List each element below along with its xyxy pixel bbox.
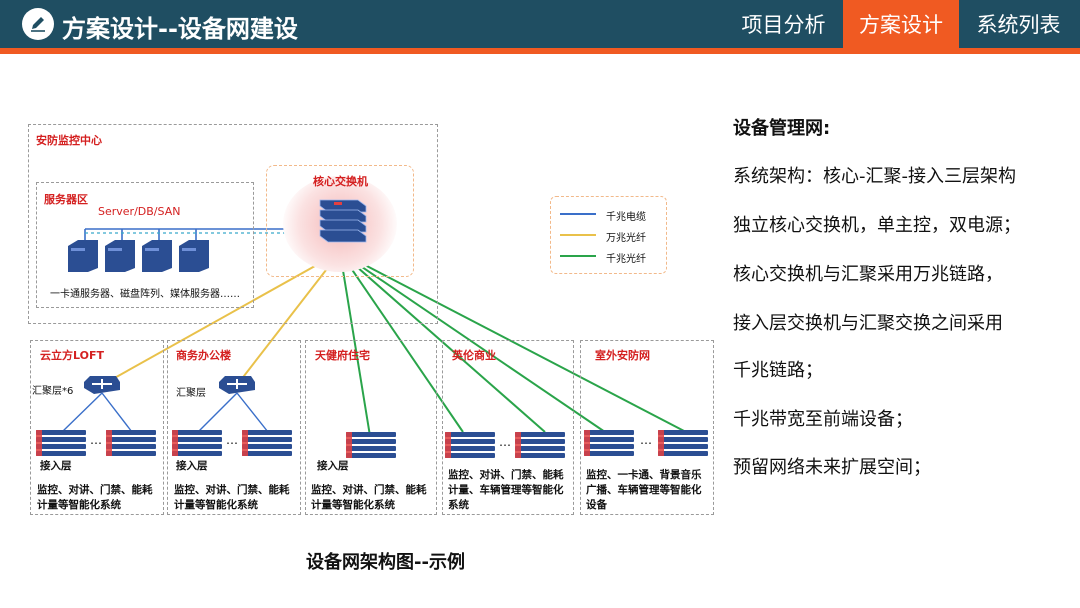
header-accent-line [0,48,1080,54]
svg-text:…: … [640,433,652,447]
legend-gigabit-cable: 千兆电缆 [606,212,646,223]
aggregation-switch-icon-1 [84,376,120,394]
tab-project-analysis[interactable]: 项目分析 [741,13,826,37]
diagram-caption: 设备网架构图--示例 [306,552,465,573]
site-name-4: 英伦商业 [452,349,496,362]
server-zone-sub: Server/DB/SAN [98,205,181,218]
access-label-2: 接入层 [176,460,208,472]
server-zone-box [36,182,254,308]
site-desc-1: 监控、对讲、门禁、能耗计量等智能化系统 [37,484,153,511]
right-line-5: 千兆链路； [733,360,823,381]
access-label-3: 接入层 [317,460,349,472]
site-box-5 [580,340,714,515]
svg-text:…: … [90,433,102,447]
right-line-1: 系统架构：核心-汇聚-接入三层架构 [733,166,1016,187]
server-icons [68,240,209,272]
right-line-2: 独立核心交换机，单主控，双电源； [733,215,1021,236]
svg-text:…: … [226,433,238,447]
server-caption: 一卡通服务器、磁盘阵列、媒体服务器…… [50,289,240,300]
access-label-1: 接入层 [40,460,72,472]
site-desc-2: 监控、对讲、门禁、能耗计量等智能化系统 [174,484,290,511]
core-switch-box [266,165,414,277]
site-box-2 [167,340,301,515]
aggregation-switch-icon-2 [219,376,255,394]
svg-text:…: … [499,435,511,449]
legend-10g-fiber: 万兆光纤 [606,233,646,244]
10g-fiber-links [101,251,341,386]
legend-swatches [560,213,596,257]
legend-box [550,196,667,274]
site-name-3: 天健府住宅 [315,349,370,362]
core-switch-label: 核心交换机 [313,175,368,188]
tab-solution-design[interactable]: 方案设计 [843,0,959,48]
page-title: 方案设计--设备网建设 [62,15,298,43]
server-zone-label: 服务器区 [44,193,88,206]
site-box-1 [30,340,164,515]
pencil-icon [22,8,54,40]
tab-system-list[interactable]: 系统列表 [976,13,1061,37]
agg-label-1: 汇聚层*6 [32,386,74,397]
site-desc-3: 监控、对讲、门禁、能耗计量等智能化系统 [311,484,427,511]
site-desc-5: 监控、一卡通、背景音乐广播、车辆管理等智能化设备 [586,469,702,511]
security-center-label: 安防监控中心 [36,134,102,147]
right-line-4: 接入层交换机与汇聚交换之间采用 [733,313,1003,334]
site-name-1: 云立方LOFT [40,349,104,362]
site-desc-4: 监控、对讲、门禁、能耗计量、车辆管理等智能化系统 [448,469,564,511]
legend-gigabit-fiber: 千兆光纤 [606,254,646,265]
core-switch-icon [319,199,367,243]
security-center-box [28,124,438,324]
right-heading: 设备管理网: [733,118,831,139]
site-name-5: 室外安防网 [595,349,650,362]
site-box-3 [305,340,437,515]
right-line-6: 千兆带宽至前端设备； [733,409,913,430]
site-name-2: 商务办公楼 [176,349,231,362]
site-box-4 [442,340,574,515]
right-line-3: 核心交换机与汇聚采用万兆链路， [733,264,1003,285]
agg-label-2: 汇聚层 [176,388,206,399]
right-line-7: 预留网络未来扩展空间； [733,457,931,478]
